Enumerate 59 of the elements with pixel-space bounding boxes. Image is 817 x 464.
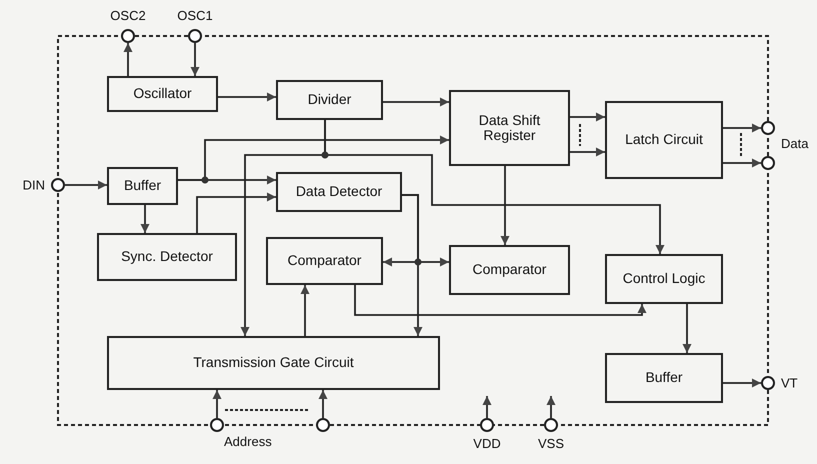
arrow xyxy=(500,166,510,245)
block-label: Data Shift Register xyxy=(478,112,542,144)
arrow xyxy=(324,120,664,254)
arrow xyxy=(723,158,761,168)
block-label: Buffer xyxy=(122,178,162,194)
arrow xyxy=(124,43,132,76)
pin-label: VT xyxy=(781,376,798,390)
block-box xyxy=(107,167,178,205)
block-box xyxy=(449,245,570,295)
pin-circle xyxy=(316,418,330,432)
arrow xyxy=(383,98,449,106)
arrow xyxy=(212,390,222,418)
pin-label: VDD xyxy=(473,436,501,451)
arrow xyxy=(682,304,692,353)
block-label: Sync. Detector xyxy=(120,249,214,265)
arrow xyxy=(318,390,328,418)
pin-label: OSC2 xyxy=(110,8,146,23)
block-label: Comparator xyxy=(286,253,362,269)
arrow xyxy=(190,43,200,76)
arrow xyxy=(570,112,605,122)
block-label: Latch Circuit xyxy=(624,132,704,148)
block-box xyxy=(449,90,570,166)
arrow xyxy=(300,285,310,336)
arrow xyxy=(723,378,761,388)
pin-group-label: Data xyxy=(781,136,808,151)
arrow xyxy=(354,285,646,316)
block-label: Oscillator xyxy=(132,86,193,102)
block-label: Control Logic xyxy=(622,271,706,287)
block-label: Comparator xyxy=(472,262,548,278)
block-box xyxy=(276,80,383,120)
arrow xyxy=(570,148,605,156)
block-label: Data Detector xyxy=(294,184,384,200)
block-box xyxy=(605,254,723,304)
arrow xyxy=(218,92,276,102)
pin-label: OSC1 xyxy=(177,8,213,23)
arrow xyxy=(178,176,276,184)
block-label: Buffer xyxy=(644,370,684,386)
arrow xyxy=(65,180,107,190)
arrow xyxy=(140,205,150,233)
block-box xyxy=(107,336,440,390)
block-box xyxy=(266,237,383,285)
block-label: Transmission Gate Circuit xyxy=(192,355,355,371)
pin-label: DIN xyxy=(22,178,45,192)
arrow xyxy=(723,124,761,132)
pin-label: VSS xyxy=(538,436,564,451)
arrow xyxy=(402,194,422,336)
arrow xyxy=(546,396,556,418)
block-box xyxy=(605,101,723,179)
block-label: Divider xyxy=(306,92,352,108)
arrow xyxy=(482,396,492,418)
block-box xyxy=(107,76,218,112)
pin-circle xyxy=(210,418,224,432)
pin-circle xyxy=(761,121,775,135)
block-box xyxy=(276,172,402,212)
pin-circle xyxy=(761,156,775,170)
pin-group-label: Address xyxy=(224,434,272,449)
block-box xyxy=(605,353,723,403)
block-box xyxy=(97,233,237,281)
arrow xyxy=(196,192,276,233)
